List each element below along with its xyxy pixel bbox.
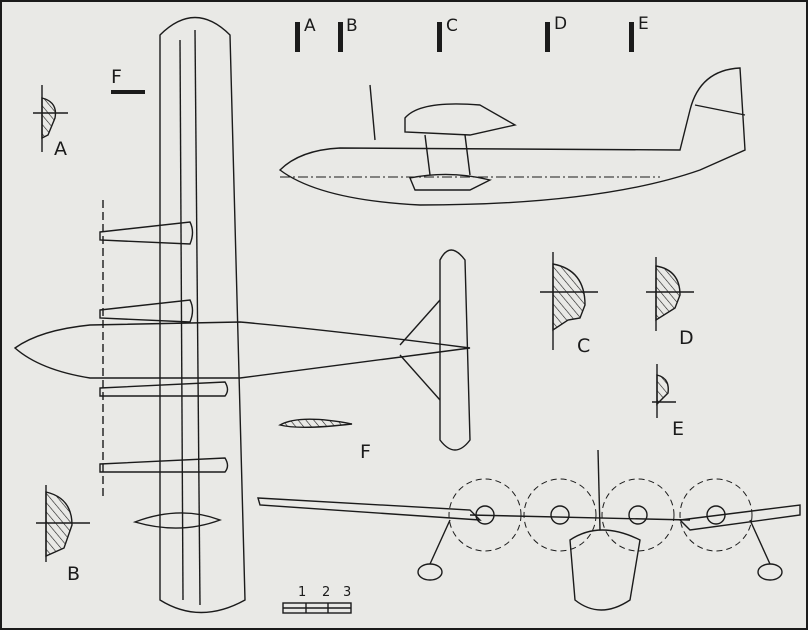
section-marker-label-D: D [554, 14, 568, 34]
section-label-D: D [679, 327, 694, 349]
wing-float-plan [132, 512, 222, 529]
section-label-C: C [577, 335, 591, 357]
section-cut-marker-A [295, 22, 300, 52]
section-cut-marker-C [437, 22, 442, 52]
section-marker-label-A: A [304, 16, 316, 36]
section-cut-marker-E [629, 22, 634, 52]
section-label-E: E [672, 418, 685, 440]
engine-nacelle-3 [99, 381, 229, 397]
side-hull [278, 67, 746, 206]
plan-tailplane [439, 249, 471, 451]
scale-tick-3: 3 [343, 585, 352, 600]
section-marker-label-C: C [446, 16, 458, 36]
side-engine-nacelle [404, 103, 517, 136]
scale-tick-2: 2 [322, 585, 331, 600]
propeller-disc-1 [448, 478, 522, 552]
section-F-airfoil [278, 418, 353, 428]
side-view [278, 67, 746, 206]
plan-wing [159, 16, 246, 614]
front-right-float [757, 563, 783, 581]
section-marker-label-F: F [111, 66, 122, 88]
section-A-profile [33, 85, 68, 152]
front-hull [569, 529, 641, 611]
scale-tick-1: 1 [298, 585, 307, 600]
engine-nacelle-4 [99, 457, 229, 473]
propeller-disc-3 [601, 478, 675, 552]
plan-view [13, 16, 471, 614]
section-cut-marker-B [338, 22, 343, 52]
front-left-wing [257, 497, 482, 521]
section-C-profile [540, 252, 598, 350]
plan-fuselage [13, 321, 471, 379]
section-E-profile [652, 364, 676, 418]
side-float [409, 173, 493, 191]
scale-bar [282, 602, 352, 614]
section-cut-marker-F [111, 90, 145, 94]
engine-nacelle-1 [99, 221, 194, 245]
front-view [257, 449, 801, 611]
airfoil-label-F: F [360, 441, 371, 463]
front-left-float [417, 563, 443, 581]
section-cut-marker-D [545, 22, 550, 52]
section-D-profile [646, 257, 694, 331]
section-marker-label-B: B [346, 16, 358, 36]
propeller-disc-4 [679, 478, 753, 552]
section-label-B: B [67, 563, 81, 585]
engine-nacelle-2 [99, 299, 194, 323]
section-marker-label-E: E [638, 14, 649, 34]
section-B-profile [36, 485, 90, 562]
front-right-wing [678, 504, 801, 531]
propeller-disc-2 [523, 478, 597, 552]
section-label-A: A [54, 138, 67, 160]
